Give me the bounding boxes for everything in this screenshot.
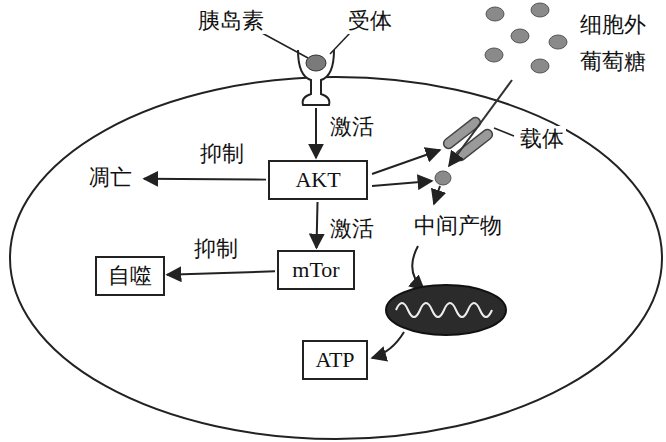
- arrow-connector: [144, 178, 266, 181]
- edge-label: 抑制: [198, 141, 246, 167]
- receptor: [298, 50, 334, 105]
- process-box: 自噬: [95, 256, 165, 296]
- edge-label: 激活: [328, 216, 376, 242]
- arrow-connector: [316, 202, 317, 248]
- node-text: mTor: [292, 257, 339, 283]
- process-box: AKT: [268, 160, 368, 200]
- part-label: 受体: [346, 8, 394, 34]
- product-text: 中间产物: [404, 208, 512, 245]
- mitochondrion: [386, 285, 506, 335]
- outcome-text: 凋亡: [78, 160, 142, 197]
- intermediate-to-mito: [412, 246, 424, 290]
- glucose-arrow: [449, 80, 512, 166]
- insulin-ball: [306, 55, 326, 71]
- node-text: ATP: [315, 347, 354, 373]
- node-text: AKT: [295, 167, 340, 193]
- molecule-label: 细胞外 葡萄糖: [578, 6, 654, 81]
- mito-cristae: [396, 303, 492, 317]
- akt-to-carrier: [372, 150, 440, 174]
- akt-to-glucose: [372, 181, 432, 186]
- arrow-connector: [167, 271, 275, 274]
- molecule-label: 胰岛素: [196, 8, 266, 34]
- mito-to-atp: [372, 332, 404, 358]
- process-box: ATP: [302, 340, 368, 380]
- leader-line: [262, 33, 308, 58]
- glucose-dots: [485, 3, 567, 73]
- part-label: 载体: [518, 126, 566, 152]
- receptor-arrow: [315, 108, 317, 158]
- node-text: 中间产物: [414, 213, 502, 239]
- edge-label: 抑制: [192, 236, 240, 262]
- cell-membrane: [10, 77, 662, 439]
- leader-line: [494, 128, 514, 136]
- edge-label: 激活: [328, 114, 376, 140]
- node-text: 自噬: [108, 263, 152, 289]
- node-text: 凋亡: [88, 165, 132, 191]
- glucose-in-cell: [435, 171, 451, 185]
- process-box: mTor: [277, 250, 355, 290]
- leader-line: [330, 33, 350, 54]
- glucose-to-intermediate: [434, 186, 440, 204]
